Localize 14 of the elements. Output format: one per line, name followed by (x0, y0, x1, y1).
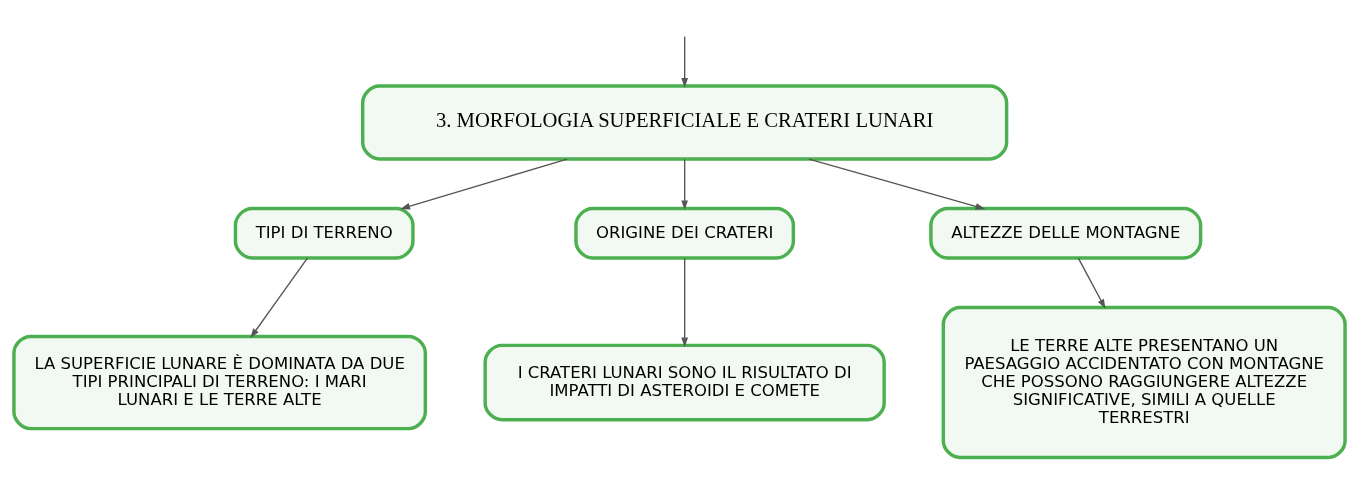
node-box: I CRATERI LUNARI SONO IL RISULTATO DI IMPATTI DI ASTEROIDI E COMETE (483, 343, 886, 421)
node-box: ALTEZZE DELLE MONTAGNE (929, 206, 1203, 260)
arrow (1077, 256, 1106, 309)
node-box: TIPI DI TERRENO (233, 206, 415, 260)
arrow (681, 158, 689, 210)
arrow (681, 35, 689, 88)
node-box: LE TERRE ALTE PRESENTANO UN PAESAGGIO ACCIDENTATO CON MONTAGNE CHE POSSONO RAGGIUNGERE ALTEZZE SIGNIFICATIVE, SIMILI A QUELLE TERRESTRI (941, 305, 1347, 459)
arrow (808, 157, 986, 210)
node-box: 3. MORFOLOGIA SUPERFICIALE E CRATERI LUNARI (361, 83, 1009, 161)
node-box: LA SUPERFICIE LUNARE È DOMINATA DA DUE TIPI PRINCIPALI DI TERRENO: I MARI LUNARI E LE TERRE ALTE (12, 334, 428, 430)
arrow (250, 256, 309, 338)
arrow (400, 157, 568, 209)
arrow (681, 256, 689, 347)
node-box: ORIGINE DEI CRATERI (574, 206, 796, 260)
